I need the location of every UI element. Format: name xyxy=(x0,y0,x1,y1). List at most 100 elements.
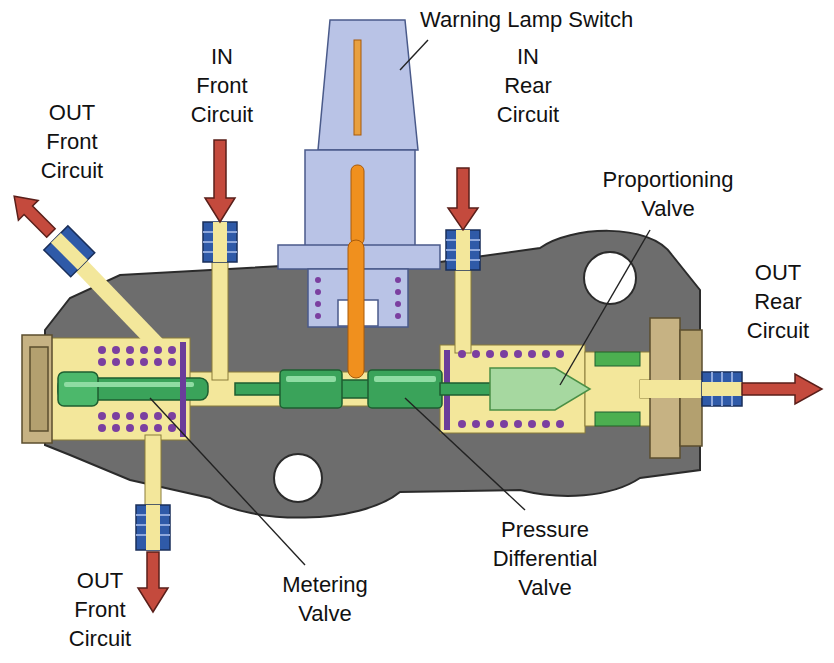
part-label: Metering Valve xyxy=(282,570,368,628)
port-fitting xyxy=(44,222,742,550)
fluid-passage xyxy=(702,382,742,396)
switch-plunger xyxy=(348,40,364,378)
spring-coil xyxy=(98,358,106,366)
leader-line xyxy=(405,398,525,510)
part-label: OUT Front Circuit xyxy=(69,566,131,653)
spring-coil xyxy=(112,358,120,366)
switch-thread xyxy=(395,313,401,319)
port-fitting xyxy=(203,222,237,262)
spring-coil xyxy=(140,424,148,432)
fluid-passage xyxy=(51,233,88,270)
part-label: Warning Lamp Switch xyxy=(420,5,633,34)
pressure-differential-valve xyxy=(286,376,336,382)
fluid-passage xyxy=(146,505,160,550)
spring-coil xyxy=(126,412,134,420)
part-label: IN Front Circuit xyxy=(191,42,253,129)
leader-line xyxy=(400,40,428,70)
spring-plate xyxy=(180,342,186,437)
port-fitting xyxy=(44,226,95,277)
pressure-differential-valve xyxy=(340,380,370,398)
flow-arrow xyxy=(742,374,822,404)
spring-coil xyxy=(458,420,466,428)
flow-arrow xyxy=(205,140,235,222)
leader-line xyxy=(560,230,650,385)
spring-coil xyxy=(542,350,550,358)
switch-thread xyxy=(315,277,321,283)
pressure-differential-valve xyxy=(235,370,492,408)
pressure-differential-valve xyxy=(280,370,342,408)
pressure-differential-valve xyxy=(440,383,492,395)
proportioning-valve xyxy=(490,352,640,426)
switch-plunger xyxy=(348,240,364,378)
part-label: Proportioning Valve xyxy=(603,165,734,223)
part-label: Pressure Differential Valve xyxy=(493,515,598,602)
spring-coil xyxy=(98,412,106,420)
spring-coil xyxy=(140,358,148,366)
fluid-passage xyxy=(213,222,227,262)
spring-coil xyxy=(98,346,106,354)
proportioning-valve xyxy=(595,352,640,366)
spring-coil xyxy=(154,424,162,432)
port-fitting xyxy=(44,226,95,277)
spring-coil xyxy=(98,424,106,432)
end-cap xyxy=(22,335,52,443)
flow-arrow xyxy=(4,186,61,243)
proportioning-valve xyxy=(595,412,640,426)
leader-line xyxy=(150,40,650,565)
flow-arrow xyxy=(4,186,61,243)
spring-coil xyxy=(486,350,494,358)
flow-arrow xyxy=(4,140,822,612)
switch-plunger xyxy=(354,40,361,135)
fluid-passage xyxy=(51,222,742,550)
switch-thread xyxy=(395,277,401,283)
spring-coil xyxy=(126,346,134,354)
pressure-differential-valve xyxy=(374,376,436,382)
spring-coil xyxy=(472,350,480,358)
part-label: IN Rear Circuit xyxy=(497,42,559,129)
spring-coil xyxy=(112,412,120,420)
spring-coil xyxy=(126,424,134,432)
spring-coil xyxy=(556,350,564,358)
switch-thread xyxy=(315,289,321,295)
spring-coil xyxy=(140,412,148,420)
fluid-passage xyxy=(640,380,702,398)
flow-arrow xyxy=(448,168,478,230)
spring-coil xyxy=(458,350,466,358)
spring-coil xyxy=(500,350,508,358)
flow-arrow xyxy=(138,552,168,612)
spring-coil xyxy=(126,358,134,366)
fitting-thread xyxy=(136,232,732,535)
spring-coil xyxy=(472,420,480,428)
spring-coil xyxy=(168,346,176,354)
spring-coil xyxy=(154,412,162,420)
spring-coil xyxy=(542,420,550,428)
pressure-differential-valve xyxy=(235,383,285,395)
spring-coil xyxy=(140,346,148,354)
port-fitting xyxy=(702,372,742,406)
spring-plate xyxy=(180,342,450,437)
spring-coil xyxy=(112,346,120,354)
valve-body xyxy=(45,231,700,518)
switch-thread xyxy=(315,313,321,319)
valve-body xyxy=(274,454,322,502)
spring-coil xyxy=(486,420,494,428)
port-fitting xyxy=(446,230,480,270)
metering-valve xyxy=(64,382,194,387)
end-cap xyxy=(30,347,48,431)
proportioning-valve xyxy=(490,368,590,410)
spring-coil xyxy=(154,358,162,366)
warning-lamp-switch xyxy=(318,20,418,150)
switch-thread xyxy=(395,301,401,307)
metering-valve xyxy=(58,372,98,406)
spring-coil xyxy=(514,420,522,428)
switch-plunger xyxy=(351,165,364,245)
spring-coil xyxy=(500,420,508,428)
valve-body xyxy=(584,252,636,304)
fluid-passage xyxy=(51,233,88,270)
fluid-passage xyxy=(45,230,740,545)
spring-coil xyxy=(556,420,564,428)
leader-line xyxy=(150,398,305,565)
pressure-differential-valve xyxy=(368,370,442,408)
